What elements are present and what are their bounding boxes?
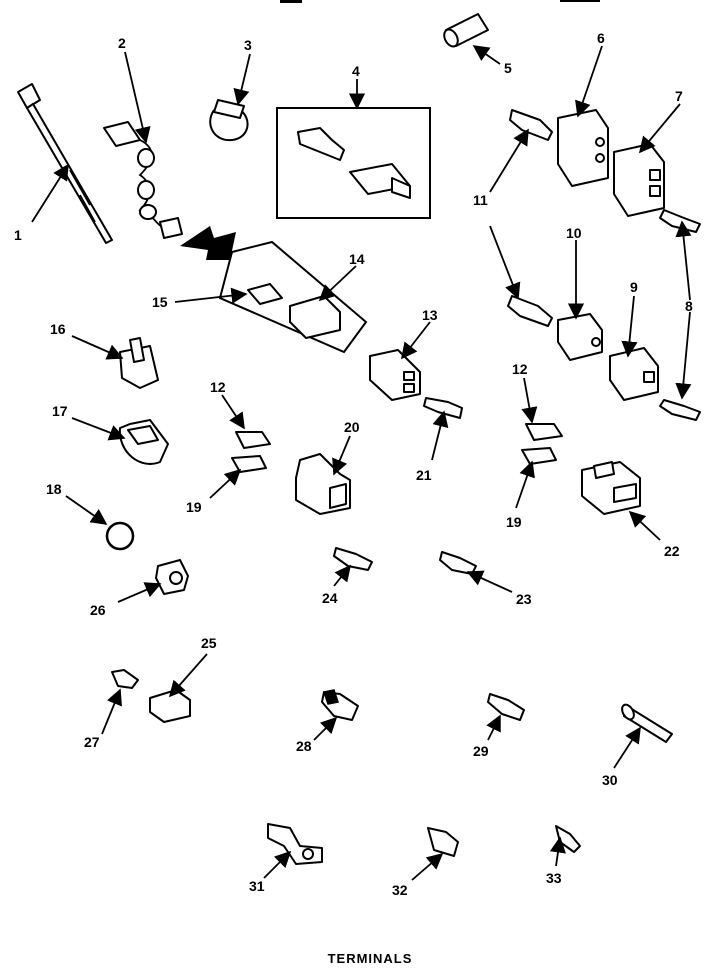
part-28 [321, 689, 359, 721]
callout-4: 4 [352, 63, 360, 79]
top-edge-artifacts [280, 0, 600, 3]
callout-3: 3 [244, 37, 252, 53]
callout-31: 31 [249, 878, 265, 894]
callout-8: 8 [685, 298, 693, 314]
callout-27: 27 [84, 734, 100, 750]
callout-7: 7 [675, 88, 683, 104]
callout-12-left: 12 [210, 379, 226, 395]
callout-6: 6 [597, 30, 605, 46]
part-12-19-left [231, 431, 271, 473]
callout-12-right: 12 [512, 361, 528, 377]
part-6-connector [509, 109, 609, 187]
part-12-19-right [521, 423, 563, 465]
callout-2: 2 [118, 35, 126, 51]
callout-19-right: 19 [506, 514, 522, 530]
callout-24: 24 [322, 590, 338, 606]
part-1-cable-tie [17, 83, 113, 244]
diagram-caption: TERMINALS [328, 951, 413, 966]
part-29 [487, 693, 525, 721]
part-2-harness-spring [103, 121, 183, 239]
callout-1: 1 [14, 227, 22, 243]
callout-25: 25 [201, 635, 217, 651]
part-22-housing [581, 461, 641, 515]
callout-21: 21 [416, 467, 432, 483]
part-23-24 [333, 547, 477, 575]
part-10-11-connector [507, 295, 603, 361]
part-9-connector [609, 347, 659, 401]
part-18-ring [105, 521, 135, 551]
callout-11: 11 [473, 192, 488, 208]
callout-29: 29 [473, 743, 489, 759]
part-20-housing [295, 453, 351, 515]
callout-9: 9 [630, 279, 638, 295]
callout-13: 13 [422, 307, 438, 323]
part-3-clamp [209, 99, 249, 142]
part-7-connector [613, 143, 665, 217]
callout-23: 23 [516, 591, 532, 607]
part-13-21 [369, 349, 463, 419]
callout-19-left: 19 [186, 499, 202, 515]
leader-lines [31, 45, 692, 881]
callout-17: 17 [52, 403, 68, 419]
callout-labels: 1 2 3 4 5 6 7 8 9 10 11 12 12 13 14 15 1… [14, 30, 693, 898]
callout-5: 5 [504, 60, 512, 76]
callout-22: 22 [664, 543, 680, 559]
part-16-clip [119, 337, 159, 389]
part-17-clip [118, 419, 169, 465]
part-14-15-box [180, 226, 368, 354]
callout-20: 20 [344, 419, 360, 435]
callout-10: 10 [566, 225, 582, 241]
part-25-27 [111, 669, 191, 723]
part-31-ring-terminal [267, 823, 323, 865]
callout-26: 26 [90, 602, 106, 618]
part-4-box [276, 107, 431, 219]
callout-28: 28 [296, 738, 312, 754]
callout-18: 18 [46, 481, 62, 497]
callout-33: 33 [546, 870, 562, 886]
callout-30: 30 [602, 772, 618, 788]
callout-32: 32 [392, 882, 408, 898]
callout-14: 14 [349, 251, 365, 267]
part-32-33 [427, 825, 581, 857]
callout-16: 16 [50, 321, 66, 337]
part-30-fuse [621, 703, 673, 743]
part-8-pins [659, 209, 701, 421]
part-5-tube [443, 13, 489, 48]
part-26-clip [155, 559, 189, 595]
callout-15: 15 [152, 294, 168, 310]
